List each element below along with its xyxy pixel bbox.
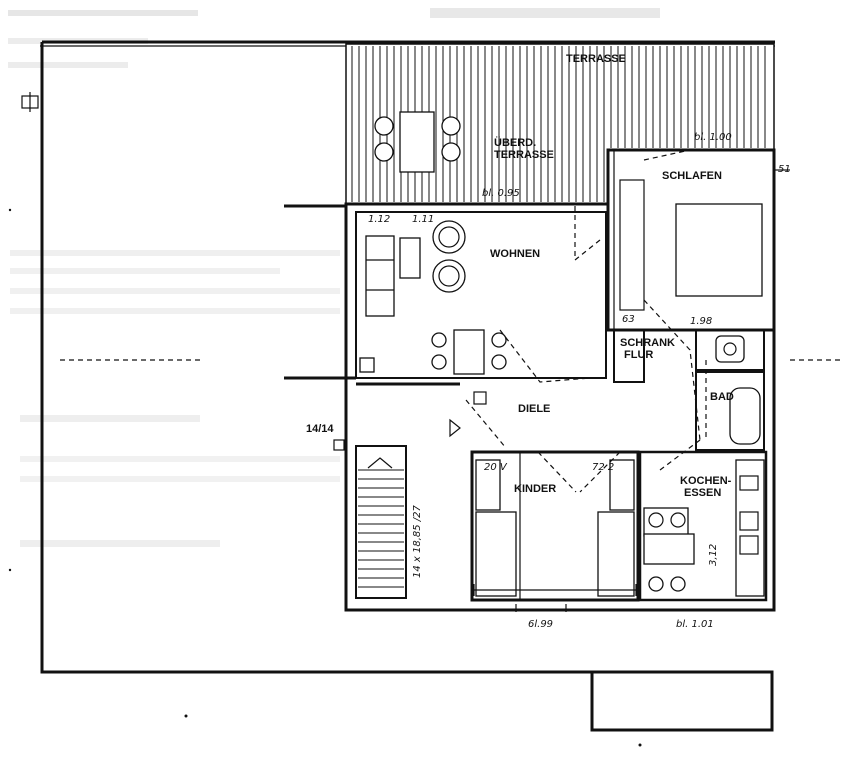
dining-label: ESSEN xyxy=(684,487,721,499)
stair-reference: 14/14 xyxy=(306,423,334,435)
dimension-kinder-b: 72 2 xyxy=(592,462,614,473)
covered-terrace-label-1: ÜBERD. xyxy=(494,136,536,149)
staircase xyxy=(358,469,404,588)
property-boundary xyxy=(40,40,775,732)
covered-terrace-label-2: TERRASSE xyxy=(494,149,554,161)
dimension-bottom-left: 6l.99 xyxy=(528,619,553,630)
door-swings xyxy=(465,149,707,493)
dimension-living-b: 1.11 xyxy=(412,214,434,225)
bathroom-label: BAD xyxy=(710,391,734,403)
living-room-label: WOHNEN xyxy=(490,248,540,260)
dimension-kitchen: 3,12 xyxy=(708,544,719,566)
dimension-kinder-a: 20 V xyxy=(484,462,508,473)
terrace-label: TERRASSE xyxy=(566,53,626,65)
dimension-bedroom-top: bl. 1.00 xyxy=(694,132,732,143)
stray-marks xyxy=(8,208,642,747)
children-furniture xyxy=(475,452,635,600)
kitchen-fixtures xyxy=(643,459,765,597)
dimension-lines xyxy=(473,584,637,612)
dimension-living-window: bl. 0.95 xyxy=(482,188,520,199)
terrace-table xyxy=(374,111,461,173)
bathroom-fixtures xyxy=(715,335,761,445)
stair-dimensions: 14 x 18,85 /27 xyxy=(412,504,423,578)
hall-label: FLUR xyxy=(624,349,653,361)
diele-fixture xyxy=(473,391,487,405)
dimension-51: 51 xyxy=(778,164,791,175)
survey-marker xyxy=(21,92,39,112)
dimension-living-a: 1.12 xyxy=(368,214,390,225)
dimension-63: 63 xyxy=(622,314,635,325)
dimension-bedroom-wall: 1.98 xyxy=(690,316,712,327)
closet-label: SCHRANK xyxy=(620,337,675,349)
wall-extensions xyxy=(60,169,841,380)
entrance-label: DIELE xyxy=(518,403,550,415)
stair-arrow xyxy=(367,457,393,469)
bedroom-label: SCHLAFEN xyxy=(662,170,722,182)
bed xyxy=(619,179,763,311)
entry-door-marker xyxy=(449,418,461,438)
dimension-bottom-right: bl. 1.01 xyxy=(676,619,714,630)
kitchen-label: KOCHEN- xyxy=(680,475,732,487)
living-furniture xyxy=(359,220,507,375)
stair-marker xyxy=(333,439,345,451)
childrens-room-label: KINDER xyxy=(514,483,556,495)
